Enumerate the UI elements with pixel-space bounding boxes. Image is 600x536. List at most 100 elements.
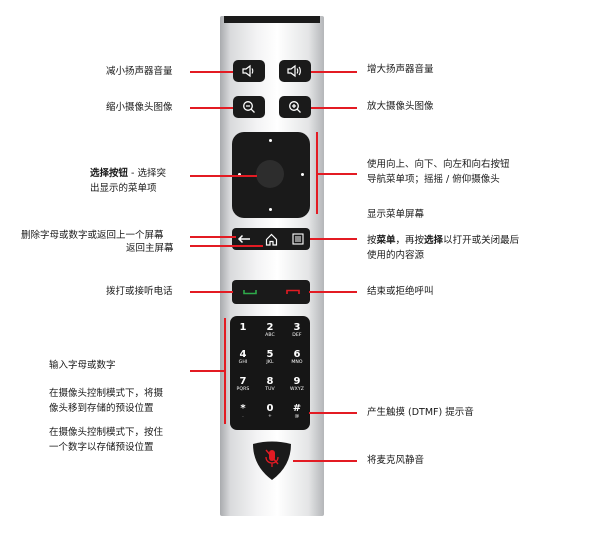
label-preset-move-2: 像头移到存储的预设位置 (49, 403, 154, 414)
label-preset-store-1: 在摄像头控制模式下，按住 (49, 427, 164, 438)
key-letters: MNO (291, 360, 303, 365)
label-select-rest: - 选择突 (128, 168, 166, 179)
leader-line (190, 71, 233, 73)
menu-icon (292, 233, 304, 245)
back-home-menu-bar (232, 228, 310, 250)
back-arrow-icon (237, 234, 250, 244)
label-increase-volume: 增大扬声器音量 (367, 64, 434, 75)
label-mute: 将麦克风静音 (367, 455, 425, 466)
label-decrease-volume: 减小扬声器音量 (106, 66, 173, 77)
key-letters: GHI (238, 360, 248, 365)
key-0[interactable]: 0+ (257, 403, 283, 419)
remote-top-strip (224, 16, 320, 23)
label-preset-move-1: 在摄像头控制模式下，将摄 (49, 388, 164, 399)
key-number: 0 (266, 403, 274, 414)
key-number: 5 (266, 349, 274, 360)
label-dtmf: 产生触摸 (DTMF) 提示音 (367, 407, 474, 418)
label-menu-end: 以打开或关闭最后 (443, 235, 520, 246)
key-number: 7 (239, 376, 247, 387)
key-number: 4 (239, 349, 247, 360)
key-number: 8 (266, 376, 274, 387)
label-menu-press: 按 (367, 235, 377, 246)
label-select-bold: 选择按钮 (90, 168, 129, 179)
mic-mute-icon (265, 449, 279, 467)
label-navigation: 使用向上、向下、向左和向右按钮 导航菜单项；摇摇 / 俯仰摄像头 (367, 157, 510, 187)
key-letters: JKL (266, 360, 274, 365)
down-indicator (269, 208, 272, 211)
key-letters: DEF (292, 333, 302, 338)
zoom-out-button[interactable] (233, 96, 265, 118)
key-number: 6 (293, 349, 301, 360)
label-preset-store: 在摄像头控制模式下，按住 一个数字以存储预设位置 (49, 425, 163, 455)
volume-down-button[interactable] (233, 60, 265, 82)
key-number: # (292, 403, 302, 414)
zoom-out-icon (243, 101, 255, 113)
key-number: 2 (266, 322, 274, 333)
label-home: 返回主屏幕 (126, 243, 174, 254)
label-end-call: 结束或拒绝呼叫 (367, 286, 434, 297)
leader-line (190, 236, 236, 238)
zoom-in-button[interactable] (279, 96, 311, 118)
mute-button[interactable] (250, 440, 294, 482)
call-icon (243, 290, 257, 295)
label-zoom-in: 放大摄像头图像 (367, 101, 434, 112)
label-delete: 删除字母或数字或返回上一个屏幕 (21, 230, 164, 241)
key-letters: PQRS (236, 387, 250, 392)
label-menu-select: 按菜单，再按选择以打开或关闭最后 使用的内容源 (367, 233, 519, 263)
leader-line (190, 370, 224, 372)
leader-line (310, 238, 357, 240)
home-icon (265, 233, 277, 246)
volume-down-icon (242, 64, 254, 78)
key-letters: WXYZ (289, 387, 305, 392)
label-menu-line2: 使用的内容源 (367, 250, 425, 261)
leader-line (293, 460, 357, 462)
label-menu-bold: 菜单 (376, 235, 396, 246)
leader-line (309, 412, 357, 414)
key-number: 3 (293, 322, 301, 333)
zoom-in-icon (289, 101, 301, 113)
key-letters: . (242, 414, 244, 419)
right-indicator (301, 173, 304, 176)
up-indicator (269, 139, 272, 142)
volume-up-icon (287, 64, 301, 78)
label-preset-move: 在摄像头控制模式下，将摄 像头移到存储的预设位置 (49, 386, 163, 416)
label-select-bold2: 选择 (424, 235, 444, 246)
leader-line (318, 173, 357, 175)
leader-line (311, 71, 357, 73)
key-letters: ABC (265, 333, 275, 338)
menu-button[interactable] (288, 230, 308, 248)
call-button[interactable] (236, 283, 264, 301)
label-menu-mid: ，再按 (395, 235, 425, 246)
leader-line (224, 318, 226, 424)
key-hash[interactable]: #@ (284, 403, 310, 419)
key-1[interactable]: 1 (230, 322, 256, 333)
home-button[interactable] (261, 230, 281, 248)
key-number: 1 (239, 322, 247, 333)
leader-line (309, 291, 357, 293)
label-input-chars: 输入字母或数字 (49, 360, 116, 371)
back-button[interactable] (234, 230, 254, 248)
key-letters: @ (294, 414, 300, 419)
call-end-bar (232, 280, 310, 304)
label-show-menu: 显示菜单屏幕 (367, 209, 425, 220)
label-select-button: 选择按钮 - 选择突 出显示的菜单项 (90, 166, 166, 196)
left-indicator (238, 173, 241, 176)
volume-up-button[interactable] (279, 60, 311, 82)
label-preset-store-2: 一个数字以存储预设位置 (49, 442, 154, 453)
label-select-line2: 出显示的菜单项 (90, 183, 157, 194)
key-star[interactable]: *. (230, 403, 256, 419)
end-call-button[interactable] (279, 283, 307, 301)
key-letters: + (268, 414, 272, 419)
end-call-icon (286, 289, 300, 294)
key-letters: TUV (265, 387, 275, 392)
select-button[interactable] (256, 160, 284, 188)
